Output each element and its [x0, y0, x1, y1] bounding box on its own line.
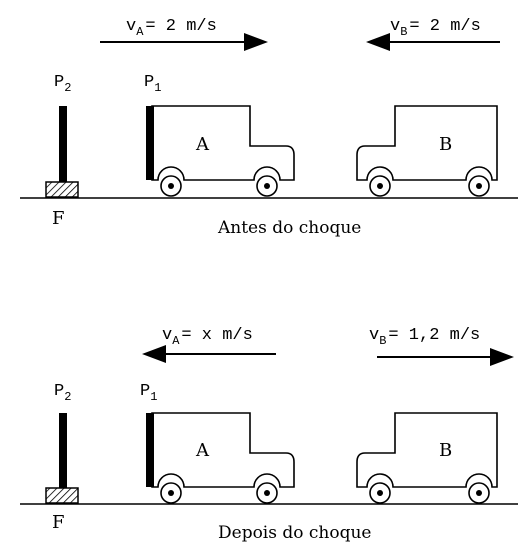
p1-label: P1 — [144, 73, 161, 95]
p2-label: P2 — [54, 73, 71, 95]
f-label: F — [52, 208, 65, 229]
bumper-p1 — [146, 413, 154, 487]
velocity-b-arrowhead — [490, 348, 514, 366]
caption-after: Depois do choque — [218, 523, 372, 543]
truck-b: B — [356, 105, 498, 197]
caption-before: Antes do choque — [217, 218, 361, 238]
truck-a-label: A — [195, 440, 210, 461]
p2-label: P2 — [54, 382, 71, 404]
velocity-a-label: vA= 2 m/s — [126, 17, 217, 39]
truck-b: B — [356, 412, 498, 504]
velocity-b-label: vB= 2 m/s — [390, 17, 481, 39]
truck-a-label: A — [195, 134, 210, 155]
truck-b-label: B — [439, 134, 452, 155]
panel-after: vA= x m/s vB= 1,2 m/s P2 P1 A — [20, 326, 518, 543]
velocity-b-label: vB= 1,2 m/s — [369, 326, 480, 348]
post-base-hatched — [45, 181, 79, 198]
truck-a: A — [146, 412, 295, 504]
velocity-a-label: vA= x m/s — [162, 326, 253, 348]
bumper-p1 — [146, 106, 154, 180]
velocity-a-arrowhead — [244, 33, 268, 51]
post-p2 — [59, 413, 67, 488]
f-label: F — [52, 512, 65, 533]
velocity-b-arrowhead — [366, 33, 390, 51]
panel-before: vA= 2 m/s vB= 2 m/s P2 P1 A — [20, 17, 518, 238]
truck-b-label: B — [439, 440, 452, 461]
p1-label: P1 — [140, 382, 157, 404]
post-p2 — [59, 106, 67, 182]
truck-a: A — [146, 105, 295, 197]
velocity-a-arrowhead — [142, 345, 166, 363]
post-base-hatched — [45, 487, 79, 504]
